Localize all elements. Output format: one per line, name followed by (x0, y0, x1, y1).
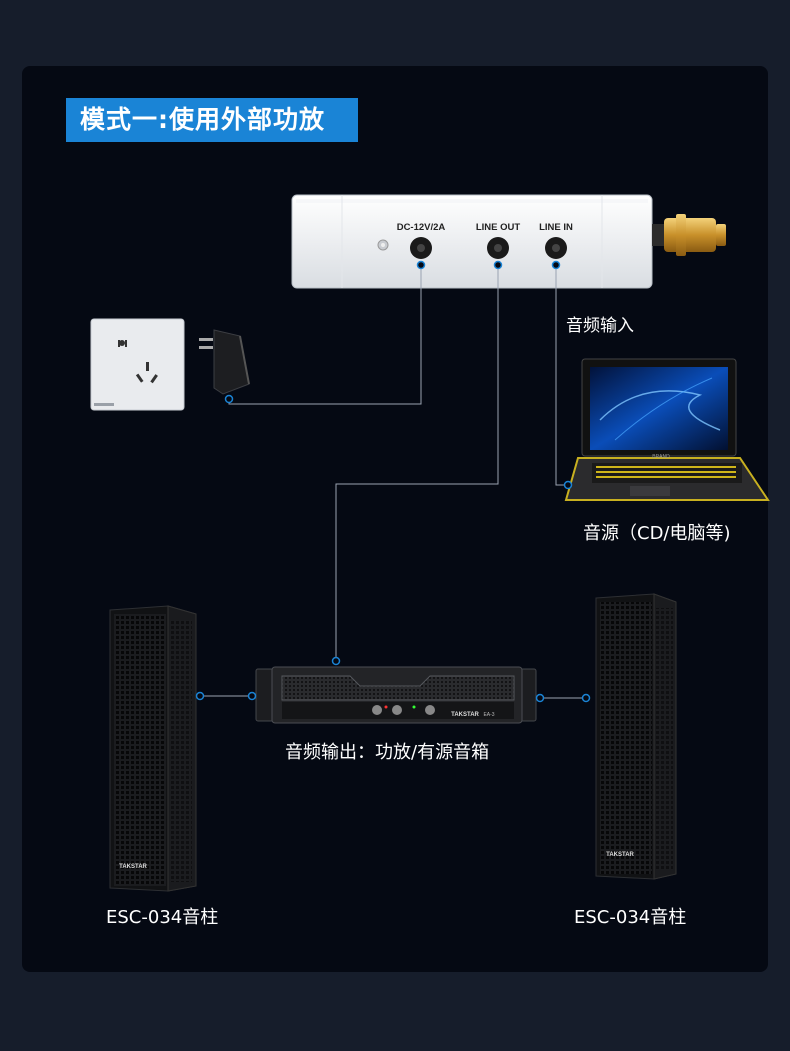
label-speaker-right: ESC-034音柱 (574, 907, 687, 928)
connector-dot (493, 260, 503, 270)
amplifier-brand: TAKSTAR (451, 712, 479, 718)
connector-dot (416, 260, 426, 270)
connector-dot (535, 693, 545, 703)
connector-dot (195, 691, 205, 701)
label-audio-source: 音源（CD/电脑等) (583, 523, 731, 544)
antenna-connector-icon (652, 214, 726, 256)
port-label-line-in: LINE IN (539, 222, 573, 233)
connector-dot (563, 480, 573, 490)
audio-device (291, 194, 653, 289)
page-title: 模式一:使用外部功放 (66, 98, 358, 142)
wall-socket (90, 318, 185, 411)
laptop: BRAND (564, 358, 770, 501)
amplifier: TAKSTAR EA-3 (255, 666, 537, 724)
speaker-right: TAKSTAR (595, 593, 677, 880)
wire-line-out (335, 265, 499, 661)
speaker-left-brand: TAKSTAR (119, 864, 147, 870)
power-adapter (199, 329, 250, 395)
connector-dots (195, 260, 591, 703)
connector-dot (331, 656, 341, 666)
connector-dot (581, 693, 591, 703)
connection-wires (200, 265, 586, 699)
laptop-brand: BRAND (652, 454, 670, 460)
connector-dot (247, 691, 257, 701)
label-audio-input: 音频输入 (566, 316, 634, 336)
speaker-left: TAKSTAR (109, 605, 197, 892)
port-label-line-out: LINE OUT (476, 222, 521, 233)
connector-dot (551, 260, 561, 270)
wire-line-in (555, 265, 568, 486)
port-label-dc: DC-12V/2A (397, 222, 446, 233)
connector-dot (224, 394, 234, 404)
label-audio-output: 音频输出：功放/有源音箱 (285, 742, 490, 763)
speaker-right-brand: TAKSTAR (606, 852, 634, 858)
label-speaker-left: ESC-034音柱 (106, 907, 219, 928)
amplifier-model: EA-3 (483, 712, 494, 718)
